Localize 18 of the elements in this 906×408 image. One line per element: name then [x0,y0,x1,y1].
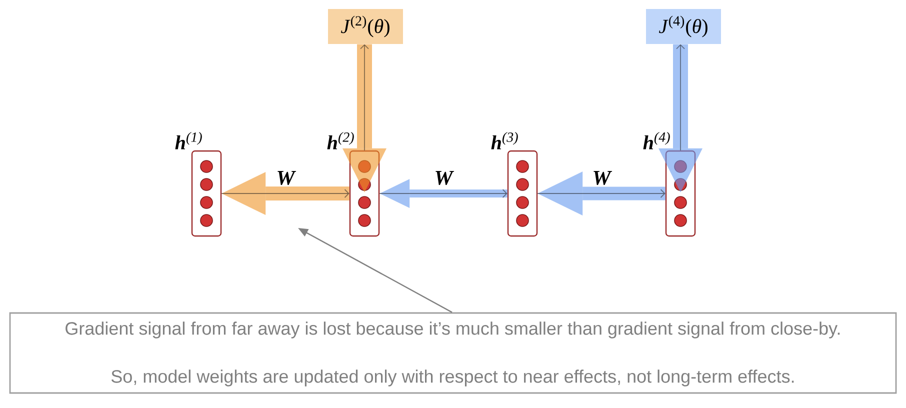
note-text: Gradient signal from far away is lost because it’s much smaller than gradient signal from close-by. [66,322,840,338]
block-arrow [342,44,386,192]
block-arrow [222,172,350,215]
edge-label: W [434,170,454,186]
block-arrow [538,172,666,216]
vector-label: h$^{(3)}$ [491,132,518,150]
block-arrow [658,44,702,192]
arrow [676,44,685,151]
edge-label: W [592,170,612,186]
cost-box: J$^{(4)}$(θ) [646,9,721,44]
edge-label: W [276,170,296,186]
note-text: So, model weights are updated only with respect to near effects, not long-term effects. [111,370,794,386]
vector-label: h$^{(4)}$ [643,132,670,150]
arrow [360,44,369,151]
cost-box: J$^{(2)}$(θ) [328,9,403,44]
vector-label: h$^{(1)}$ [175,132,202,150]
vector-label: h$^{(2)}$ [327,132,354,150]
block-arrow [380,179,508,208]
